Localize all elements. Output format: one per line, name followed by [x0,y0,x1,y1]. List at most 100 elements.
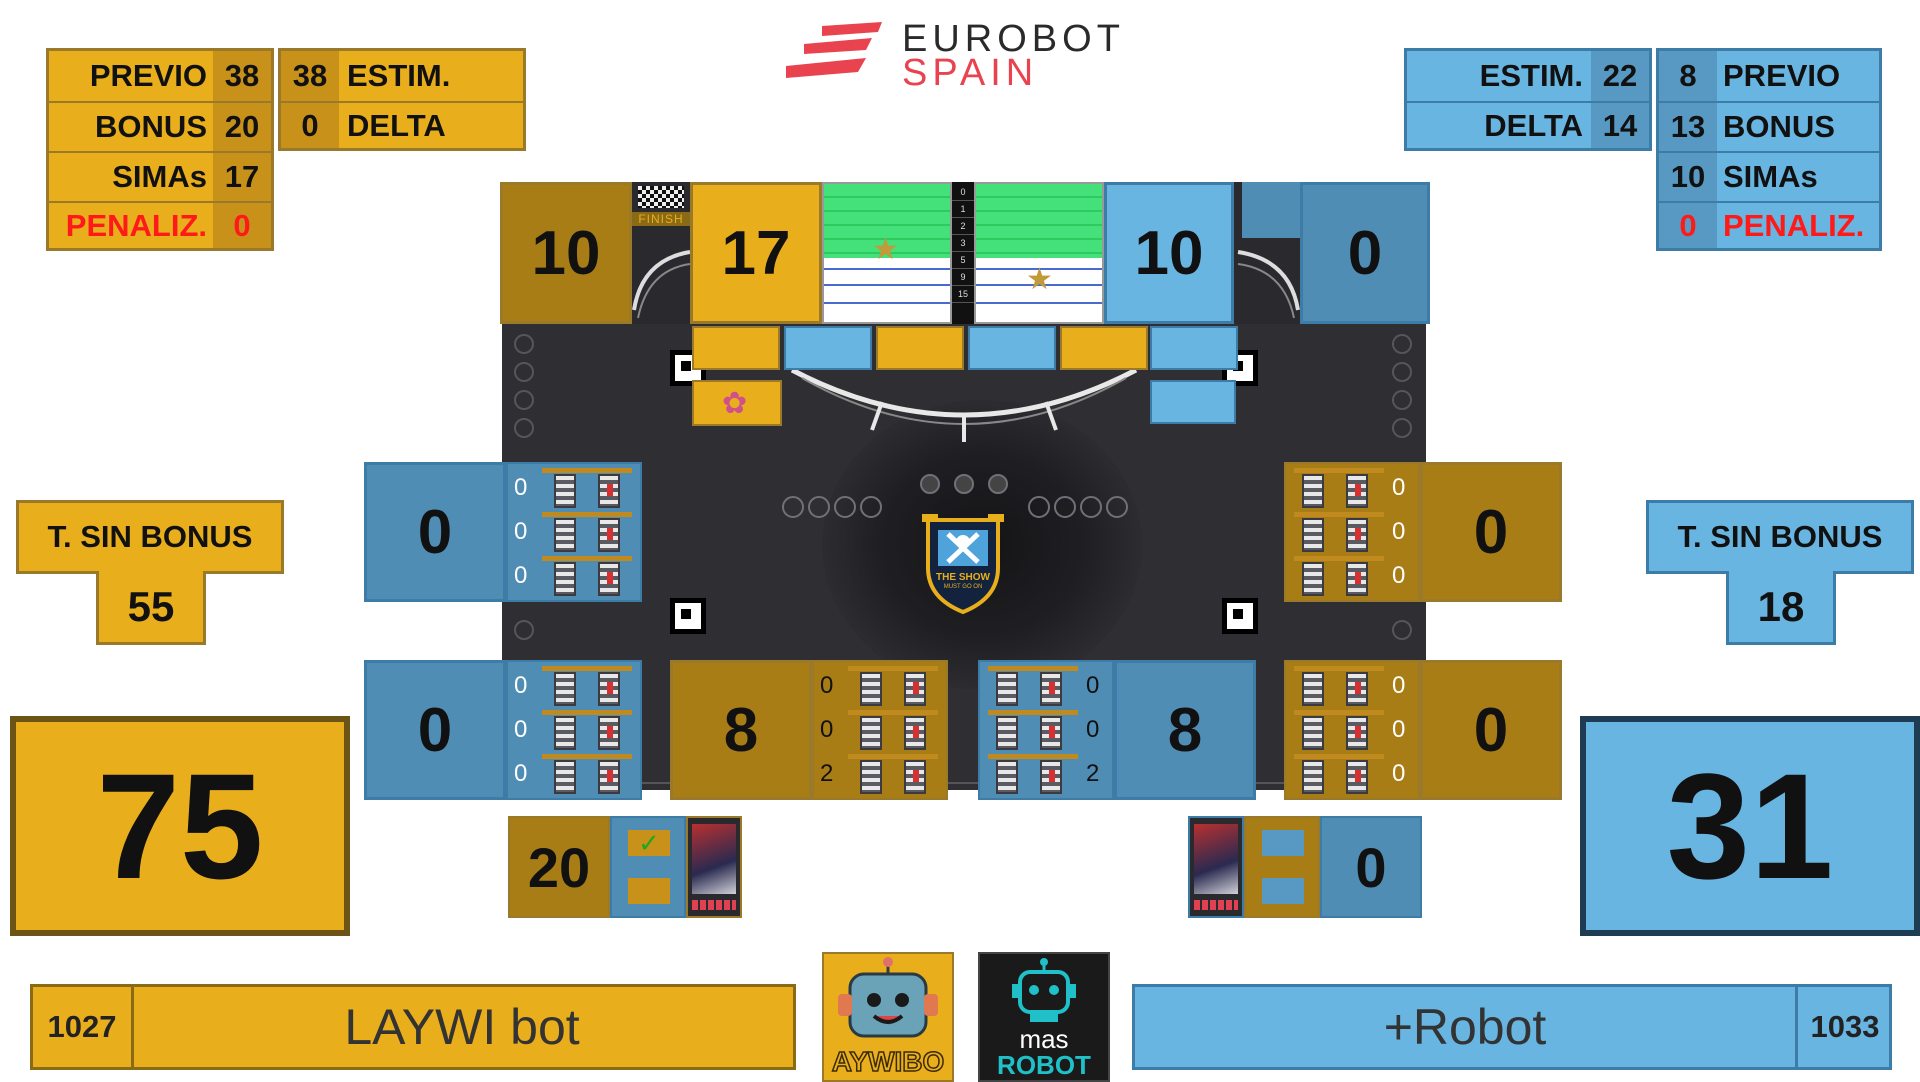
field-slot [514,334,534,354]
stack-count: 0 [1392,716,1406,743]
yellow-team-bar: 1027 LAYWI bot [30,984,796,1070]
field-slot [514,362,534,382]
field-slot [514,390,534,410]
stack: 0 [1294,468,1414,514]
field-slot [1392,362,1412,382]
gauge-line [976,284,1102,286]
field-slot [1392,418,1412,438]
yellow-bonus-value: 20 [213,101,271,151]
stack-count: 0 [514,474,528,501]
finish-arc [632,250,690,319]
yellow-bonus-box-value: 20 [527,835,591,899]
field-arc [790,367,1138,442]
finish-zone-blue [1234,182,1300,324]
yellow-t-sin-bonus-value-box: 55 [96,571,206,645]
check-icon: ✓ [638,827,660,858]
yellow-team-name-box: LAYWI bot [131,987,793,1067]
field-slot [1106,496,1128,518]
blue-total-score: 31 [1666,741,1834,910]
zone-center-left: 8 [670,660,812,800]
blue-penaliz-label: PENALIZ. [1717,201,1879,248]
zone-left-top-value: 0 [417,497,453,567]
scale-mark: 5 [952,252,974,269]
blue-team-name-box: +Robot [1135,987,1795,1067]
stack-count: 0 [1392,760,1406,787]
yellow-previo-value: 38 [213,51,271,101]
field-slot [860,496,882,518]
scale-mark: 1 [952,201,974,218]
field-slot [1054,496,1076,518]
stack: 0 [818,710,938,756]
blue-delta-value: 14 [1591,101,1649,148]
blue-avatar-text-1: mas [1019,1024,1069,1054]
stack-count: 0 [1392,672,1406,699]
zone-left-top: 0 [364,462,506,602]
field-slot [1392,620,1412,640]
yellow-bonus-check-1: ✓ [628,827,670,858]
stack-count: 0 [1392,562,1406,589]
emblem-text-1: THE SHOW [936,572,990,583]
logo-line-2: SPAIN [902,52,1039,94]
yellow-top-score-a: 10 [500,182,632,324]
stack-count: 0 [1392,474,1406,501]
gauge-line [976,302,1102,304]
gauge-line [824,268,950,270]
yellow-show-card [686,816,742,918]
stack: 0 [1294,710,1414,756]
yellow-total-box: 75 [10,716,350,936]
blue-top-score-a-value: 10 [1134,218,1204,288]
stack-count: 0 [514,672,528,699]
yellow-delta-value: 0 [281,101,339,148]
field-slot [1392,390,1412,410]
finish-flag-icon [638,186,684,208]
logo-swoosh-icon [786,22,882,78]
stack-count: 2 [820,760,834,787]
field-slot [514,418,534,438]
blue-t-sin-bonus-label: T. SIN BONUS [1677,519,1883,554]
stack-count: 0 [820,672,834,699]
stack: 0 [512,710,632,756]
blue-stats-panel: 8 PREVIO 13 BONUS 10 SIMAs 0 PENALIZ. [1656,48,1882,251]
platform-blue [968,326,1056,370]
platform-blue [784,326,872,370]
scale-mark: 3 [952,235,974,252]
field-slot [834,496,856,518]
stack: 0 [1294,754,1414,800]
yellow-t-sin-bonus-value: 55 [127,582,175,630]
yellow-penaliz-value: 0 [213,201,271,248]
star-icon: ★ [1026,263,1053,296]
finish-label: FINISH [632,212,690,226]
blue-bonus-box: 0 [1320,816,1422,918]
field-slot [782,496,804,518]
stack-count: 0 [1086,672,1100,699]
yellow-estim-panel: 38 ESTIM. 0 DELTA [278,48,526,151]
field-bottom-line [502,782,1426,784]
yellow-team-avatar: AYWIBO [822,952,954,1082]
blue-bonus-box-value: 0 [1355,835,1387,899]
yellow-gauge-fill [824,184,950,258]
logo-line-1: EUROBOT [902,18,1125,60]
robot-head-icon [1012,958,1076,1022]
field-slot [1392,334,1412,354]
zone-center-right-value: 8 [1167,695,1203,765]
stack: 0 [512,468,632,514]
yellow-bonus-checks: ✓ [610,816,686,918]
blue-simas-label: SIMAs [1717,151,1879,201]
platform-yellow [692,326,780,370]
zone-left-bottom-value: 0 [417,695,453,765]
star-icon: ★ [872,233,899,266]
stack-count: 0 [514,518,528,545]
stack: 0 [1294,666,1414,712]
zone-center-left-value: 8 [723,695,759,765]
stack-count: 0 [1086,716,1100,743]
scale-mark: 15 [952,286,974,303]
blue-top-score-a: 10 [1104,182,1234,324]
yellow-top-score-b-value: 17 [721,218,791,288]
blue-bonus-check-2 [1262,878,1304,904]
sponsor-icon [988,474,1008,494]
blue-previo-value: 8 [1659,51,1717,101]
stack: 2 [988,754,1108,800]
field-slot [514,620,534,640]
blue-estim-panel: ESTIM. 22 DELTA 14 [1404,48,1652,151]
